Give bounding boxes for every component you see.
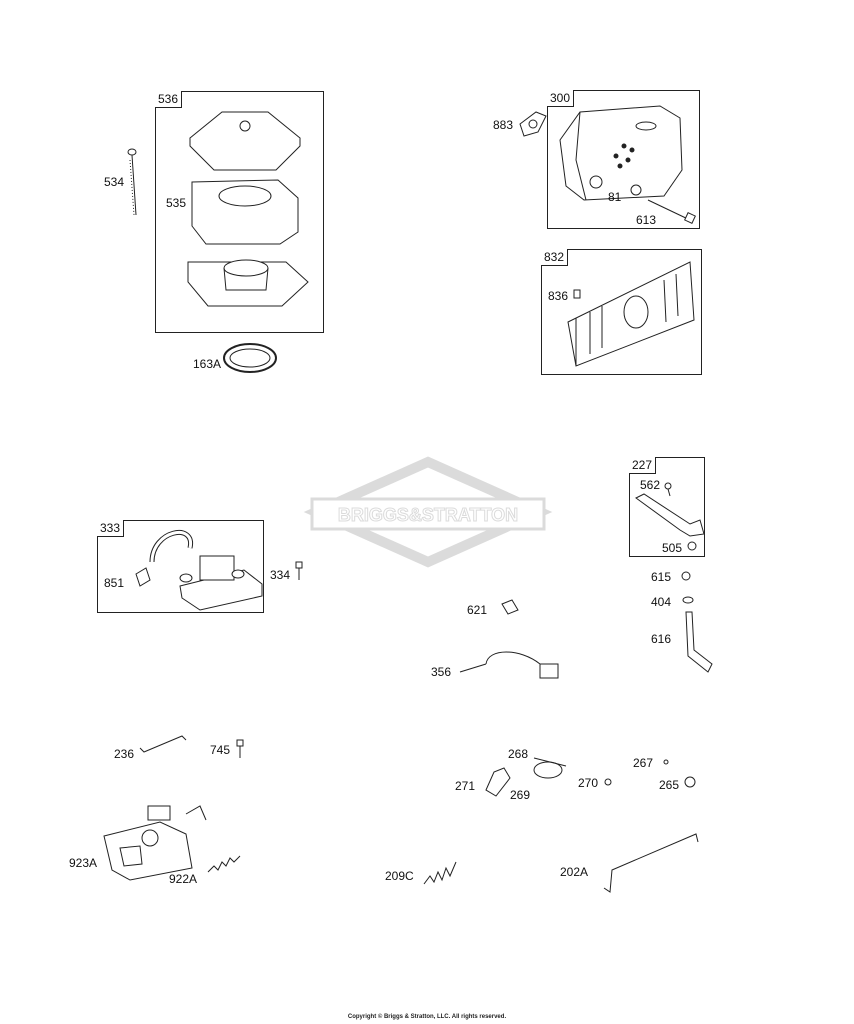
briggs-stratton-watermark-logo: BRIGGS&STRATTON [303, 456, 553, 568]
label-265: 265 [659, 778, 680, 792]
label-356: 356 [431, 665, 452, 679]
label-615: 615 [651, 570, 672, 584]
part-270-nut-drawing [604, 778, 612, 786]
part-534-screw-drawing [127, 148, 137, 216]
box-333-frame [97, 520, 264, 613]
label-404: 404 [651, 595, 672, 609]
label-268: 268 [508, 747, 529, 761]
box-227-label: 227 [629, 457, 657, 474]
label-922A: 922A [169, 872, 198, 886]
part-923A-governor-control-drawing [103, 805, 207, 881]
part-851-terminal-drawing [135, 567, 151, 587]
label-836: 836 [548, 289, 569, 303]
part-356-ground-wire-drawing [459, 651, 559, 679]
part-536-air-cleaner-cover-drawing [189, 111, 301, 171]
label-534: 534 [104, 175, 125, 189]
part-163A-gasket-drawing [223, 343, 277, 373]
part-333-ignition-armature-drawing [149, 530, 263, 611]
label-505: 505 [662, 541, 683, 555]
label-535: 535 [166, 196, 187, 210]
watermark-text: BRIGGS&STRATTON [338, 505, 518, 525]
part-227-bracket-drawing [635, 482, 705, 551]
label-334: 334 [270, 568, 291, 582]
label-616: 616 [651, 632, 672, 646]
part-404-washer-drawing [682, 596, 694, 604]
part-265-clamp-drawing [684, 776, 696, 788]
label-271: 271 [455, 779, 476, 793]
part-271-lever-drawing [485, 767, 511, 797]
label-851: 851 [104, 576, 125, 590]
part-236-link-drawing [139, 735, 187, 753]
label-236: 236 [114, 747, 135, 761]
box-536-label: 536 [155, 91, 183, 108]
air-cleaner-base-drawing [187, 259, 309, 307]
box-333-label: 333 [97, 520, 125, 537]
copyright-footer: Copyright © Briggs & Stratton, LLC. All … [347, 1014, 507, 1020]
part-267-screw-drawing [663, 759, 669, 765]
box-227-frame [629, 457, 705, 557]
part-300-muffler-drawing [559, 105, 683, 201]
part-209C-spring-drawing [423, 861, 457, 885]
part-922A-spring-drawing [207, 855, 241, 873]
label-621: 621 [467, 603, 488, 617]
part-202A-rod-drawing [603, 833, 699, 893]
box-832-frame [541, 249, 702, 375]
label-745: 745 [210, 743, 231, 757]
label-267: 267 [633, 756, 654, 770]
label-163A: 163A [193, 357, 222, 371]
label-923A: 923A [69, 856, 98, 870]
label-883: 883 [493, 118, 514, 132]
part-334-screw-drawing [295, 561, 303, 580]
part-615-nut-drawing [681, 571, 691, 581]
part-745-screw-drawing [236, 739, 244, 758]
part-616-shaft-drawing [685, 611, 713, 673]
box-536-frame [155, 91, 324, 333]
label-270: 270 [578, 776, 599, 790]
part-613-bolt-drawing [630, 184, 696, 224]
label-81: 81 [608, 190, 622, 204]
label-613: 613 [636, 213, 657, 227]
box-300-frame [547, 90, 700, 229]
part-832-muffler-guard-drawing [567, 261, 695, 367]
box-832-label: 832 [541, 249, 569, 266]
part-836-screw-drawing [573, 289, 581, 299]
part-621-clip-drawing [501, 599, 519, 615]
part-535-air-filter-drawing [191, 179, 299, 245]
label-202A: 202A [560, 865, 589, 879]
box-300-label: 300 [547, 90, 575, 107]
part-268-governor-spring-drawing [533, 757, 567, 779]
label-269: 269 [510, 788, 531, 802]
label-562: 562 [640, 478, 661, 492]
part-883-muffler-gasket-drawing [519, 111, 547, 137]
label-209C: 209C [385, 869, 414, 883]
